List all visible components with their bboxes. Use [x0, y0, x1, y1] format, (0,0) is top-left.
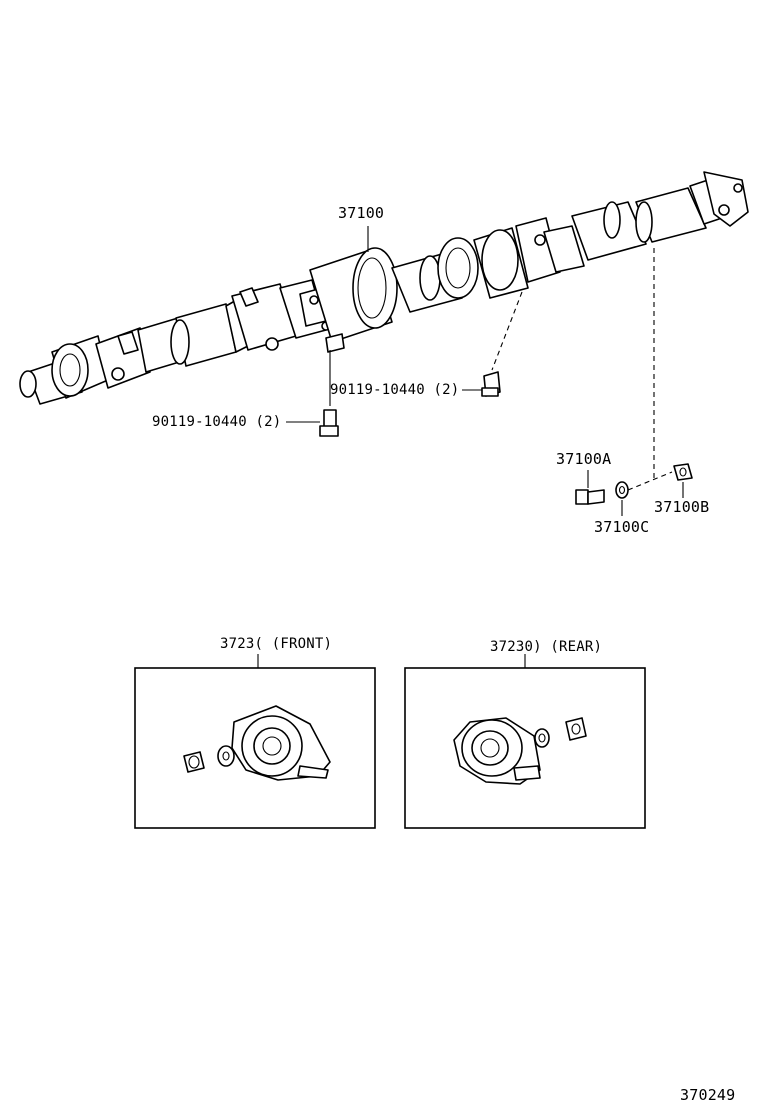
rear-center-joint	[473, 217, 585, 299]
label-bearing-front: 3723( (FRONT)	[220, 636, 333, 652]
bearing-rear-parts	[453, 717, 587, 785]
middle-tube	[391, 237, 479, 313]
center-bearing-housing	[309, 247, 398, 353]
rear-flange-yoke	[689, 171, 749, 227]
bolt-right	[481, 291, 523, 397]
bearing-rear-box	[404, 667, 646, 829]
bolt-left	[319, 350, 339, 437]
label-part-b: 37100B	[654, 498, 710, 516]
part-37100b-nut	[673, 463, 693, 481]
center-universal-joint	[231, 279, 331, 351]
front-stub-shaft	[19, 335, 109, 405]
label-part-a: 37100A	[556, 450, 612, 468]
label-bolt-left: 90119-10440 (2)	[152, 414, 282, 430]
label-bolt-right: 90119-10440 (2)	[330, 382, 460, 398]
label-part-c: 37100C	[594, 518, 650, 536]
part-37100a-bolt	[575, 489, 605, 505]
figure-number: 370249	[680, 1086, 736, 1104]
label-main-shaft: 37100	[338, 204, 385, 222]
rear-tube	[571, 187, 707, 261]
label-bearing-rear: 37230) (REAR)	[490, 639, 603, 655]
bearing-front-box	[134, 667, 376, 829]
part-37100c-washer	[615, 481, 629, 499]
bearing-front-parts	[183, 705, 331, 781]
propeller-shaft-assembly	[19, 171, 749, 405]
